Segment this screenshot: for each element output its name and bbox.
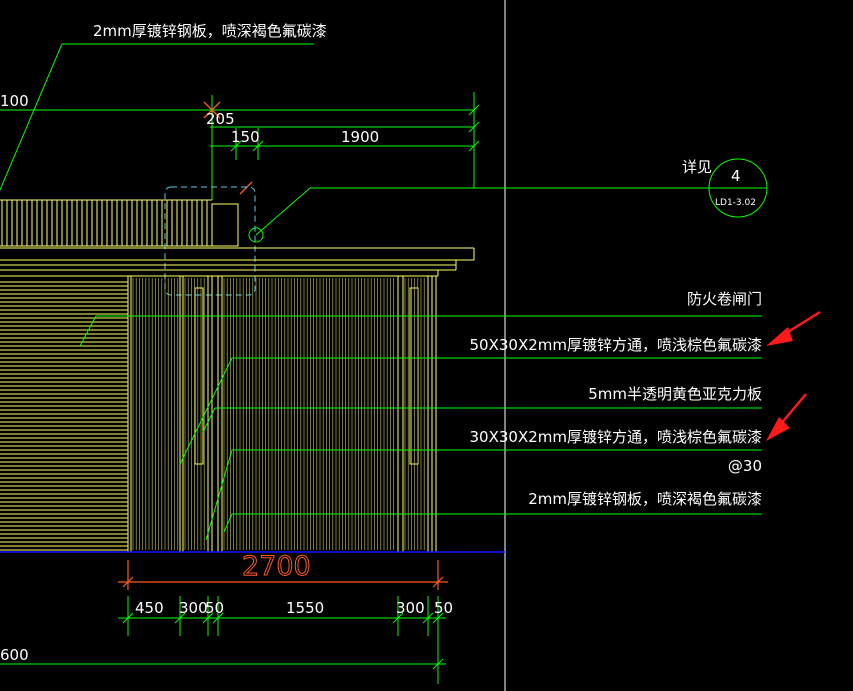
- note-tube-30x30: 30X30X2mm厚镀锌方通，喷浅棕色氟碳漆: [470, 428, 763, 446]
- top-note-leader: [0, 43, 314, 191]
- detail-callout-leader: [248, 187, 710, 243]
- detail-sheet: LD1-3.02: [715, 198, 756, 208]
- roof-box: [211, 203, 239, 247]
- detail-label: 详见: [682, 158, 712, 176]
- bottom-dimension-lines: [0, 596, 446, 684]
- dashed-outline: [164, 186, 256, 296]
- roof-louvers: [0, 199, 212, 247]
- dim-1900: 1900: [341, 128, 379, 146]
- wall-hatching: [132, 278, 425, 550]
- dim-bottom-300a: 300: [179, 599, 208, 617]
- note-tube-50x30: 50X30X2mm厚镀锌方通，喷浅棕色氟碳漆: [470, 336, 763, 354]
- detail-number: 4: [731, 167, 741, 185]
- note-fire-shutter: 防火卷闸门: [687, 290, 762, 308]
- dim-150: 150: [231, 128, 260, 146]
- detail-callout-circle: [708, 158, 768, 218]
- dim-bottom-1550: 1550: [286, 599, 324, 617]
- dim-205: 205: [206, 110, 235, 128]
- overall-dim-2700: 2700: [242, 551, 311, 582]
- dim-bottom-600: 600: [0, 646, 29, 664]
- dim-100: 100: [0, 92, 29, 110]
- dim-bottom-300b: 300: [396, 599, 425, 617]
- top-note-text: 2mm厚镀锌钢板，喷深褐色氟碳漆: [93, 22, 327, 40]
- note-leaders: [79, 315, 762, 541]
- red-arrow-1: [766, 310, 821, 346]
- dim-bottom-50a: 50: [205, 599, 224, 617]
- note-acrylic: 5mm半透明黄色亚克力板: [588, 385, 762, 403]
- note-spacing: @30: [728, 457, 762, 475]
- dim-bottom-450: 450: [135, 599, 164, 617]
- dim-bottom-50b: 50: [434, 599, 453, 617]
- roof-beams: [0, 247, 475, 277]
- overall-dimension: [118, 560, 448, 590]
- top-dimension-lines: [0, 92, 480, 200]
- note-steel-plate: 2mm厚镀锌钢板，喷深褐色氟碳漆: [528, 490, 762, 508]
- roller-shutter: [0, 281, 128, 551]
- red-arrow-2: [766, 393, 807, 441]
- wall-frame: [127, 276, 437, 552]
- top-dimension-orange-marks: [203, 101, 253, 195]
